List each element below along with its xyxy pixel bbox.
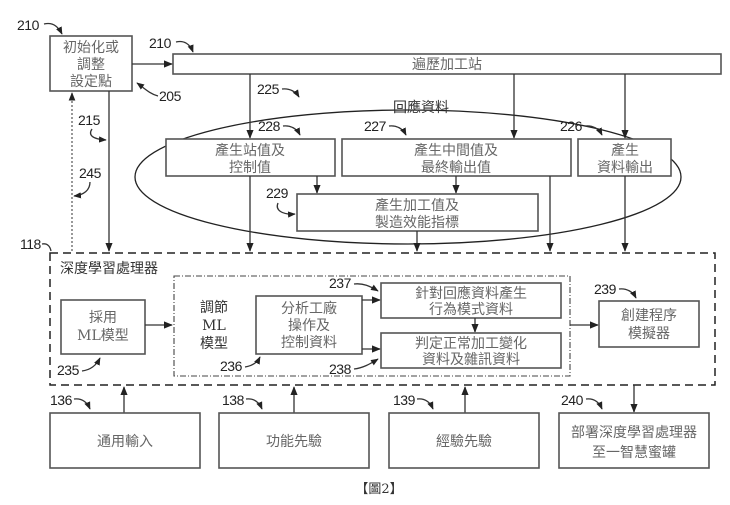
ref-237: 237 <box>329 275 352 291</box>
ref-139-pointer <box>416 398 434 410</box>
data-output-line-2: 資料輸出 <box>597 160 653 176</box>
behavior-pattern-node[interactable]: 針對回應資料產生 行為模式資料 <box>380 282 562 319</box>
ref-215: 215 <box>78 112 101 128</box>
ref-238-pointer <box>353 358 379 370</box>
variation-line-1: 判定正常加工變化 <box>415 336 527 352</box>
analyze-line-1: 分析工廠 <box>281 300 337 317</box>
analyze-line-3: 控制資料 <box>281 335 337 351</box>
ref-225-pointer <box>281 88 300 98</box>
ref-225: 225 <box>257 81 280 97</box>
functional-prior-label: 功能先驗 <box>266 434 322 450</box>
ref-205-pointer <box>136 82 159 97</box>
process-values-line-1: 產生加工值及 <box>375 197 459 214</box>
response-data-ellipse <box>134 109 682 245</box>
analyze-line-2: 操作及 <box>288 318 330 334</box>
traverse-label: 遍歷加工站 <box>412 57 482 73</box>
experience-prior-node[interactable]: 經驗先驗 <box>388 412 540 469</box>
ref-228: 228 <box>258 118 281 134</box>
behavior-line-1: 針對回應資料產生 <box>415 285 527 302</box>
ref-238: 238 <box>329 361 352 377</box>
deploy-line-2: 至一智慧蜜罐 <box>592 445 676 461</box>
ref-227: 227 <box>364 118 387 134</box>
ref-118: 118 <box>20 236 42 252</box>
response-data-label: 回應資料 <box>393 99 449 116</box>
ref-237-pointer <box>353 283 379 292</box>
ref-239: 239 <box>594 281 617 297</box>
process-values-line-2: 製造效能指標 <box>375 215 459 231</box>
adopt-ml-line-1: 採用 <box>89 310 117 326</box>
ref-229-pointer <box>276 202 296 218</box>
ref-136-pointer <box>73 398 91 410</box>
experience-prior-label: 經驗先驗 <box>436 434 492 450</box>
deploy-line-1: 部署深度學習處理器 <box>571 425 697 441</box>
dl-processor-container <box>49 252 716 386</box>
ref-227-pointer <box>388 125 407 136</box>
ref-226-pointer <box>584 125 603 136</box>
ref-236-pointer <box>244 356 261 368</box>
ref-205: 205 <box>159 88 182 104</box>
ref-239-pointer <box>618 288 637 299</box>
ref-236: 236 <box>220 358 243 374</box>
simulator-line-2: 模擬器 <box>628 326 670 342</box>
ref-235: 235 <box>57 362 80 378</box>
behavior-line-2: 行為模式資料 <box>429 302 513 318</box>
ref-138: 138 <box>222 392 245 408</box>
ref-226: 226 <box>560 118 583 134</box>
tune-ml-model-container <box>173 275 571 377</box>
tune-ml-line-2: ML <box>202 318 226 334</box>
intermediate-line-2: 最終輸出值 <box>421 160 491 176</box>
process-simulator-node[interactable]: 創建程序 模擬器 <box>598 300 700 348</box>
ref-245-pointer <box>73 181 91 199</box>
ref-139: 139 <box>393 392 416 408</box>
intermediate-values-node[interactable]: 產生中間值及 最終輸出值 <box>341 138 572 177</box>
analyze-factory-node[interactable]: 分析工廠 操作及 控制資料 <box>255 295 363 355</box>
ref-138-pointer <box>245 398 263 410</box>
dl-processor-label: 深度學習處理器 <box>60 261 158 277</box>
process-values-node[interactable]: 產生加工值及 製造效能指標 <box>296 193 539 232</box>
ref-init-pointer <box>43 22 63 35</box>
intermediate-line-1: 產生中間值及 <box>414 142 498 159</box>
figure-caption: 【圖2】 <box>355 482 402 497</box>
general-input-label: 通用輸入 <box>97 434 153 450</box>
ref-136: 136 <box>50 392 73 408</box>
adopt-ml-line-2: ML模型 <box>77 328 129 344</box>
init-setpoint-node[interactable]: 初始化或 調整 設定點 <box>49 35 133 92</box>
data-output-line-1: 產生 <box>611 142 639 159</box>
tune-ml-line-3: 模型 <box>200 336 228 352</box>
ref-215-pointer <box>89 128 107 143</box>
station-values-line-2: 控制值 <box>229 160 271 176</box>
variation-line-2: 資料及雜訊資料 <box>422 352 520 368</box>
variation-noise-node[interactable]: 判定正常加工變化 資料及雜訊資料 <box>380 332 562 369</box>
functional-prior-node[interactable]: 功能先驗 <box>218 412 370 469</box>
adopt-ml-model-node[interactable]: 採用 ML模型 <box>60 299 146 355</box>
ref-235-pointer <box>81 357 101 372</box>
init-line-2: 調整 <box>77 57 105 73</box>
station-values-node[interactable]: 產生站值及 控制值 <box>165 138 336 177</box>
ref-118-pointer <box>41 243 52 252</box>
station-values-line-1: 產生站值及 <box>215 142 285 159</box>
ref-240-pointer <box>585 398 603 410</box>
ref-229: 229 <box>266 185 289 201</box>
ref-245: 245 <box>79 165 102 181</box>
ref-240: 240 <box>561 392 584 408</box>
ref-traverse: 210 <box>149 35 172 51</box>
simulator-line-1: 創建程序 <box>621 308 677 324</box>
deploy-honeypot-node[interactable]: 部署深度學習處理器 至一智慧蜜罐 <box>558 412 710 469</box>
init-line-1: 初始化或 <box>63 39 119 56</box>
ref-228-pointer <box>282 125 301 136</box>
tune-ml-line-1: 調節 <box>200 299 228 316</box>
traverse-stations-node[interactable]: 遍歷加工站 <box>172 53 722 75</box>
data-output-node[interactable]: 產生 資料輸出 <box>577 138 672 177</box>
general-input-node[interactable]: 通用輸入 <box>49 412 201 469</box>
init-line-3: 設定點 <box>70 74 112 90</box>
ref-init: 210 <box>17 17 40 33</box>
ref-traverse-pointer <box>175 40 194 53</box>
